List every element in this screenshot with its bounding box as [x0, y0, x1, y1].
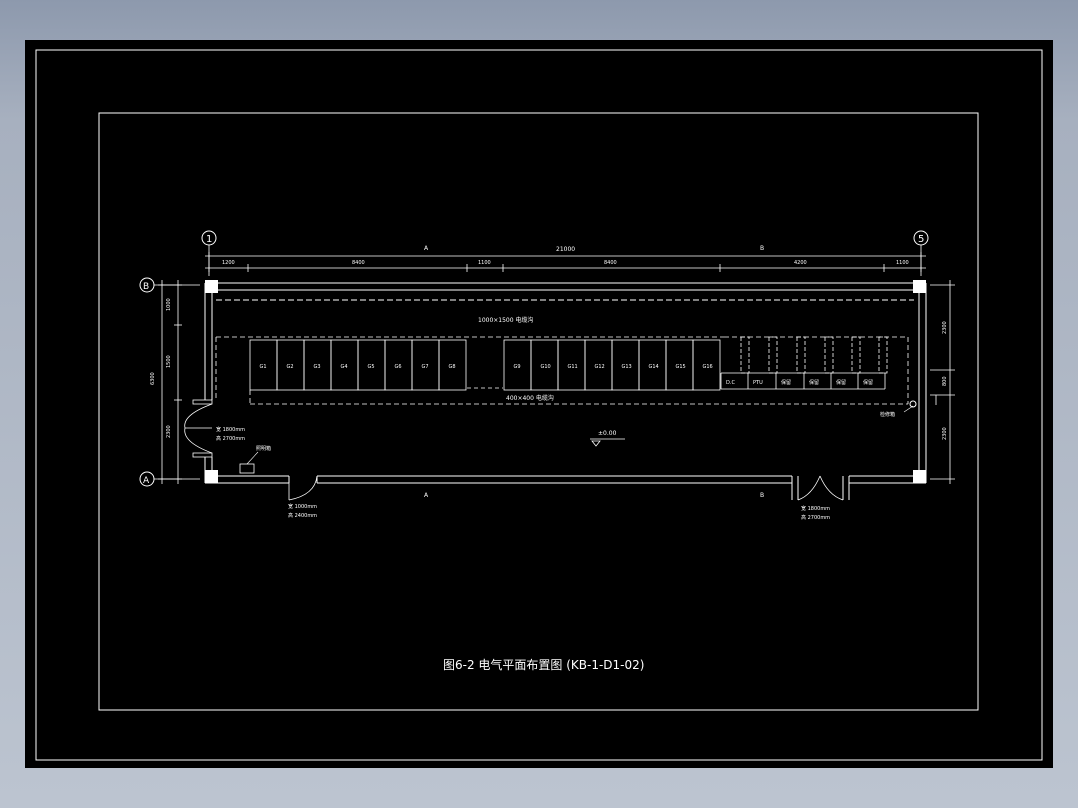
cabinet-label: G12 — [595, 364, 605, 370]
cabinet-row-right: G9 G10 G11 G12 G13 G14 G15 G16 — [503, 339, 721, 391]
door-left-wall — [184, 399, 213, 458]
cabinet-label: G7 — [422, 364, 429, 370]
inner-frame — [98, 112, 979, 711]
light-box — [239, 463, 255, 474]
cabinet-label: G9 — [514, 364, 521, 370]
section-mark-a-top: A — [424, 245, 429, 252]
dc-panel-label: 保留 — [781, 379, 791, 386]
door-br-height: 高 2700mm — [801, 514, 830, 521]
distribution-box — [909, 400, 917, 408]
door-bl-width: 宽 1000mm — [288, 503, 317, 510]
left-dim-label: 2300 — [166, 425, 172, 438]
cabinet-label: G16 — [703, 364, 713, 370]
door-bl-height: 高 2400mm — [288, 512, 317, 519]
axis-label-a: A — [143, 476, 150, 486]
cabinet-label: G5 — [368, 364, 375, 370]
cable-riser — [740, 336, 750, 374]
right-dim-label: 2300 — [942, 427, 948, 440]
distribution-box-label: 检修箱 — [880, 411, 895, 418]
right-dimension-lines — [930, 280, 955, 484]
top-dim-label: 1100 — [478, 260, 491, 266]
section-mark-a-bottom: A — [424, 492, 429, 499]
dc-panel-label: D.C — [726, 380, 735, 386]
axis-label-1: 1 — [206, 234, 212, 245]
top-dim-label: 1100 — [896, 260, 909, 266]
dc-panel-label: 保留 — [836, 379, 846, 386]
switch-cabinet — [438, 339, 467, 391]
top-dim-label: 1200 — [222, 260, 235, 266]
cabinet-label: G13 — [622, 364, 632, 370]
left-dimension-lines — [158, 280, 182, 484]
cable-riser — [796, 336, 806, 374]
cabinet-label: G14 — [649, 364, 659, 370]
floor-plan-drawing: 1 5 B A 21000 A B 1200 8400 1100 8400 4200 11… — [35, 49, 1043, 761]
dc-panel-label: 保留 — [863, 379, 873, 386]
trench-label-top: 1000×1500 电缆沟 — [478, 316, 533, 324]
overall-width-dim: 21000 — [556, 246, 575, 253]
top-dim-label: 4200 — [794, 260, 807, 266]
cabinet-label: G1 — [260, 364, 267, 370]
door-left-width: 宽 1800mm — [216, 426, 245, 433]
door-left-height: 高 2700mm — [216, 435, 245, 442]
cable-riser — [851, 336, 861, 374]
dc-panel-row: D.C PTU 保留 保留 保留 保留 — [720, 336, 888, 390]
top-dim-label: 8400 — [604, 260, 617, 266]
light-box-label: 照明箱 — [256, 445, 271, 452]
cable-riser — [768, 336, 778, 374]
cabinet-label: G3 — [314, 364, 321, 370]
section-mark-b-bottom: B — [760, 492, 764, 499]
right-dim-label: 2300 — [942, 321, 948, 334]
cabinet-label: G6 — [395, 364, 402, 370]
right-dim-label: 800 — [942, 376, 948, 386]
switch-cabinet — [692, 339, 721, 391]
door-br-width: 宽 1800mm — [801, 505, 830, 512]
building-columns — [205, 280, 926, 483]
top-dimension-lines — [205, 252, 926, 272]
level-symbol — [590, 438, 625, 447]
outer-frame — [35, 49, 1043, 761]
level-mark: ±0.00 — [598, 430, 617, 437]
cable-trench — [215, 336, 909, 405]
left-dim-label: 1000 — [166, 298, 172, 311]
cabinet-label: G8 — [449, 364, 456, 370]
door-bottom-left — [288, 475, 318, 501]
cabinet-label: G4 — [341, 364, 348, 370]
section-mark-b-top: B — [760, 245, 764, 252]
top-dim-label: 8400 — [352, 260, 365, 266]
cabinet-label: G2 — [287, 364, 294, 370]
cable-riser — [878, 336, 888, 374]
building-walls — [204, 282, 927, 500]
dc-panel-label: PTU — [753, 380, 763, 386]
trench-label-bottom: 400×400 电缆沟 — [506, 394, 554, 402]
cabinet-label: G10 — [541, 364, 551, 370]
left-dim-label: 6300 — [150, 372, 156, 385]
cabinet-row-left: G1 G2 G3 G4 G5 G6 G7 G8 — [249, 339, 467, 391]
axis-label-b: B — [143, 282, 149, 292]
cad-viewport[interactable]: 1 5 B A 21000 A B 1200 8400 1100 8400 4200 11… — [25, 40, 1053, 768]
cable-riser — [824, 336, 834, 374]
cabinet-label: G15 — [676, 364, 686, 370]
axis-label-5: 5 — [918, 234, 924, 245]
left-dim-label: 1500 — [166, 355, 172, 368]
door-bottom-right — [797, 475, 844, 501]
cabinet-label: G11 — [568, 364, 578, 370]
dc-panel-label: 保留 — [809, 379, 819, 386]
drawing-title: 图6-2 电气平面布置图 (KB-1-D1-02) — [443, 657, 644, 672]
